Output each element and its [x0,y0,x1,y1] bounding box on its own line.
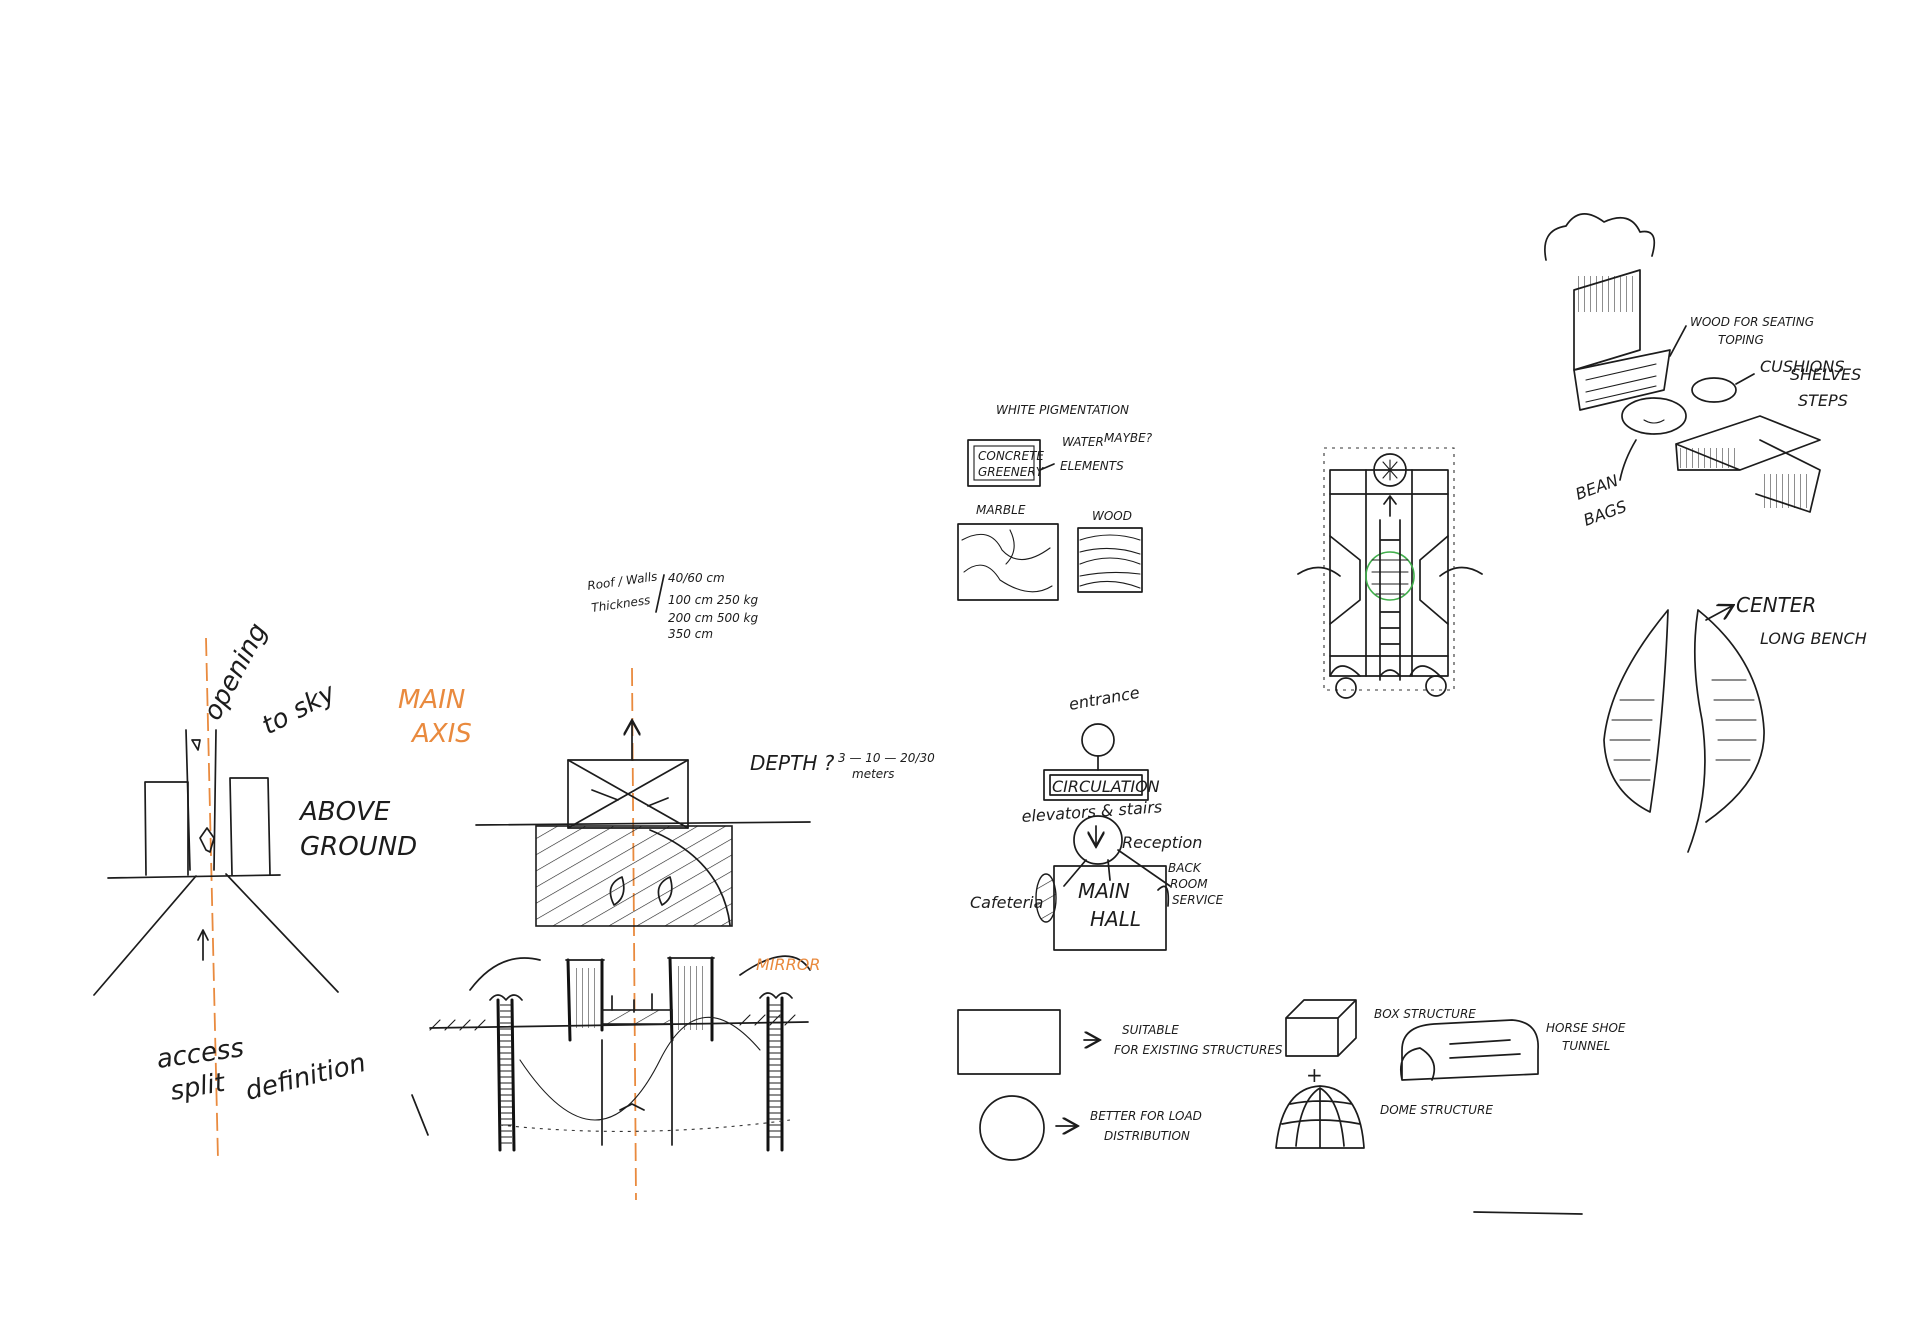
steps-label: STEPS [1798,391,1848,410]
reception-label: Reception [1122,833,1202,852]
long-bench-label: LONG BENCH [1760,629,1867,648]
existing-label: FOR EXISTING STRUCTURES [1114,1043,1283,1057]
elements-label: ELEMENTS [1060,459,1124,473]
plus-label: + [1306,1063,1323,1087]
back-label: BACK [1168,861,1202,875]
access-label: access [155,1033,246,1075]
circulation-label: CIRCULATION [1052,777,1160,796]
bench-left [1603,609,1669,813]
maybe-label: MAYBE? [1104,431,1153,445]
definition-label: definition [242,1048,368,1107]
seating-steps-sketch: WOOD FOR SEATING TOPING CUSHIONS SHELVES… [1544,213,1861,530]
elevators-label: elevators & stairs [1021,797,1163,826]
wood-swatch [1077,527,1143,593]
circle-plan [979,1095,1045,1161]
white-pigmentation-label: WHITE PIGMENTATION [996,403,1129,417]
bean-bag [1621,397,1687,435]
dome-label: DOME STRUCTURE [1380,1103,1493,1117]
to-sky-label: to sky [257,678,341,742]
greenery-label: GREENERY [978,465,1045,479]
materials-sketch: WHITE PIGMENTATION CONCRETE GREENERY WAT… [957,403,1153,601]
green-core [1365,551,1415,601]
split-label: split [168,1068,228,1107]
roof-val-1: 40/60 cm [668,571,725,585]
main-axis-section-sketch: MAIN AXIS MIRROR Roof / Walls Thic [398,569,935,1201]
center-label: CENTER [1736,593,1816,617]
tunnel-label: TUNNEL [1562,1039,1610,1053]
ground-line-lower [429,1021,809,1029]
shelves-label: SHELVES [1790,365,1861,384]
wood-label: WOOD [1092,509,1132,523]
better-label: BETTER FOR LOAD [1090,1109,1202,1123]
mirror-label: MIRROR [756,955,820,974]
roof-val-2: 100 cm 250 kg [668,593,758,607]
tunnel-structure-icon [1400,1019,1539,1081]
water-label: WATER [1062,435,1104,449]
wood-seating-label: WOOD FOR SEATING [1690,315,1814,329]
roof-val-3: 200 cm 500 kg [668,611,758,625]
box-label: BOX STRUCTURE [1374,1007,1476,1021]
dome-structure-icon [1275,1085,1365,1149]
room-label: ROOM [1170,877,1208,891]
axis-line [205,637,219,1161]
suitable-label: SUITABLE [1122,1023,1179,1037]
entrance-label: entrance [1067,683,1141,714]
above-label: ABOVE [298,797,391,827]
bean-label: BEAN [1573,471,1621,504]
access-perspective-sketch: opening to sky ABOVE GROUND access split… [93,618,429,1161]
ground-line-upper [475,821,811,826]
horse-shoe-label: HORSE SHOE [1546,1021,1626,1035]
long-bench-sketch: CENTER LONG BENCH [1603,593,1867,853]
depth-label: DEPTH ? [750,751,835,775]
main-label: MAIN [1078,879,1130,903]
marble-swatch [957,523,1059,601]
plan-sketch [1297,447,1483,699]
roof-val-4: 350 cm [668,627,713,641]
thickness-label: Thickness [590,593,651,615]
box-structure-icon [1285,999,1357,1057]
axis-label: AXIS [410,719,472,749]
circulation-diagram: entrance CIRCULATION elevators & stairs … [970,683,1224,951]
service-label: SERVICE [1172,893,1224,907]
distribution-label: DISTRIBUTION [1104,1129,1190,1143]
cafeteria-label: Cafeteria [970,893,1043,912]
ground-label: GROUND [300,832,417,862]
plan-outline [1329,469,1449,677]
depth-unit: meters [852,767,894,781]
tree-canopy [1544,213,1656,261]
bench-right [1687,609,1765,853]
toping-label: TOPING [1718,333,1764,347]
mass-block [535,825,733,927]
opening-label: opening [198,618,274,725]
bags-label: BAGS [1581,497,1629,530]
cushions-label: CUSHIONS [1760,357,1845,376]
depth-values: 3 — 10 — 20/30 [838,751,935,765]
cushion [1691,377,1737,403]
main-axis-label: MAIN [398,685,465,715]
hall-label: HALL [1090,907,1141,931]
marble-label: MARBLE [976,503,1026,517]
concrete-label: CONCRETE [978,449,1044,463]
structure-types-sketch: SUITABLE FOR EXISTING STRUCTURES BETTER … [957,999,1626,1215]
roof-label: Roof / Walls [586,569,658,593]
rect-plan [957,1009,1061,1075]
